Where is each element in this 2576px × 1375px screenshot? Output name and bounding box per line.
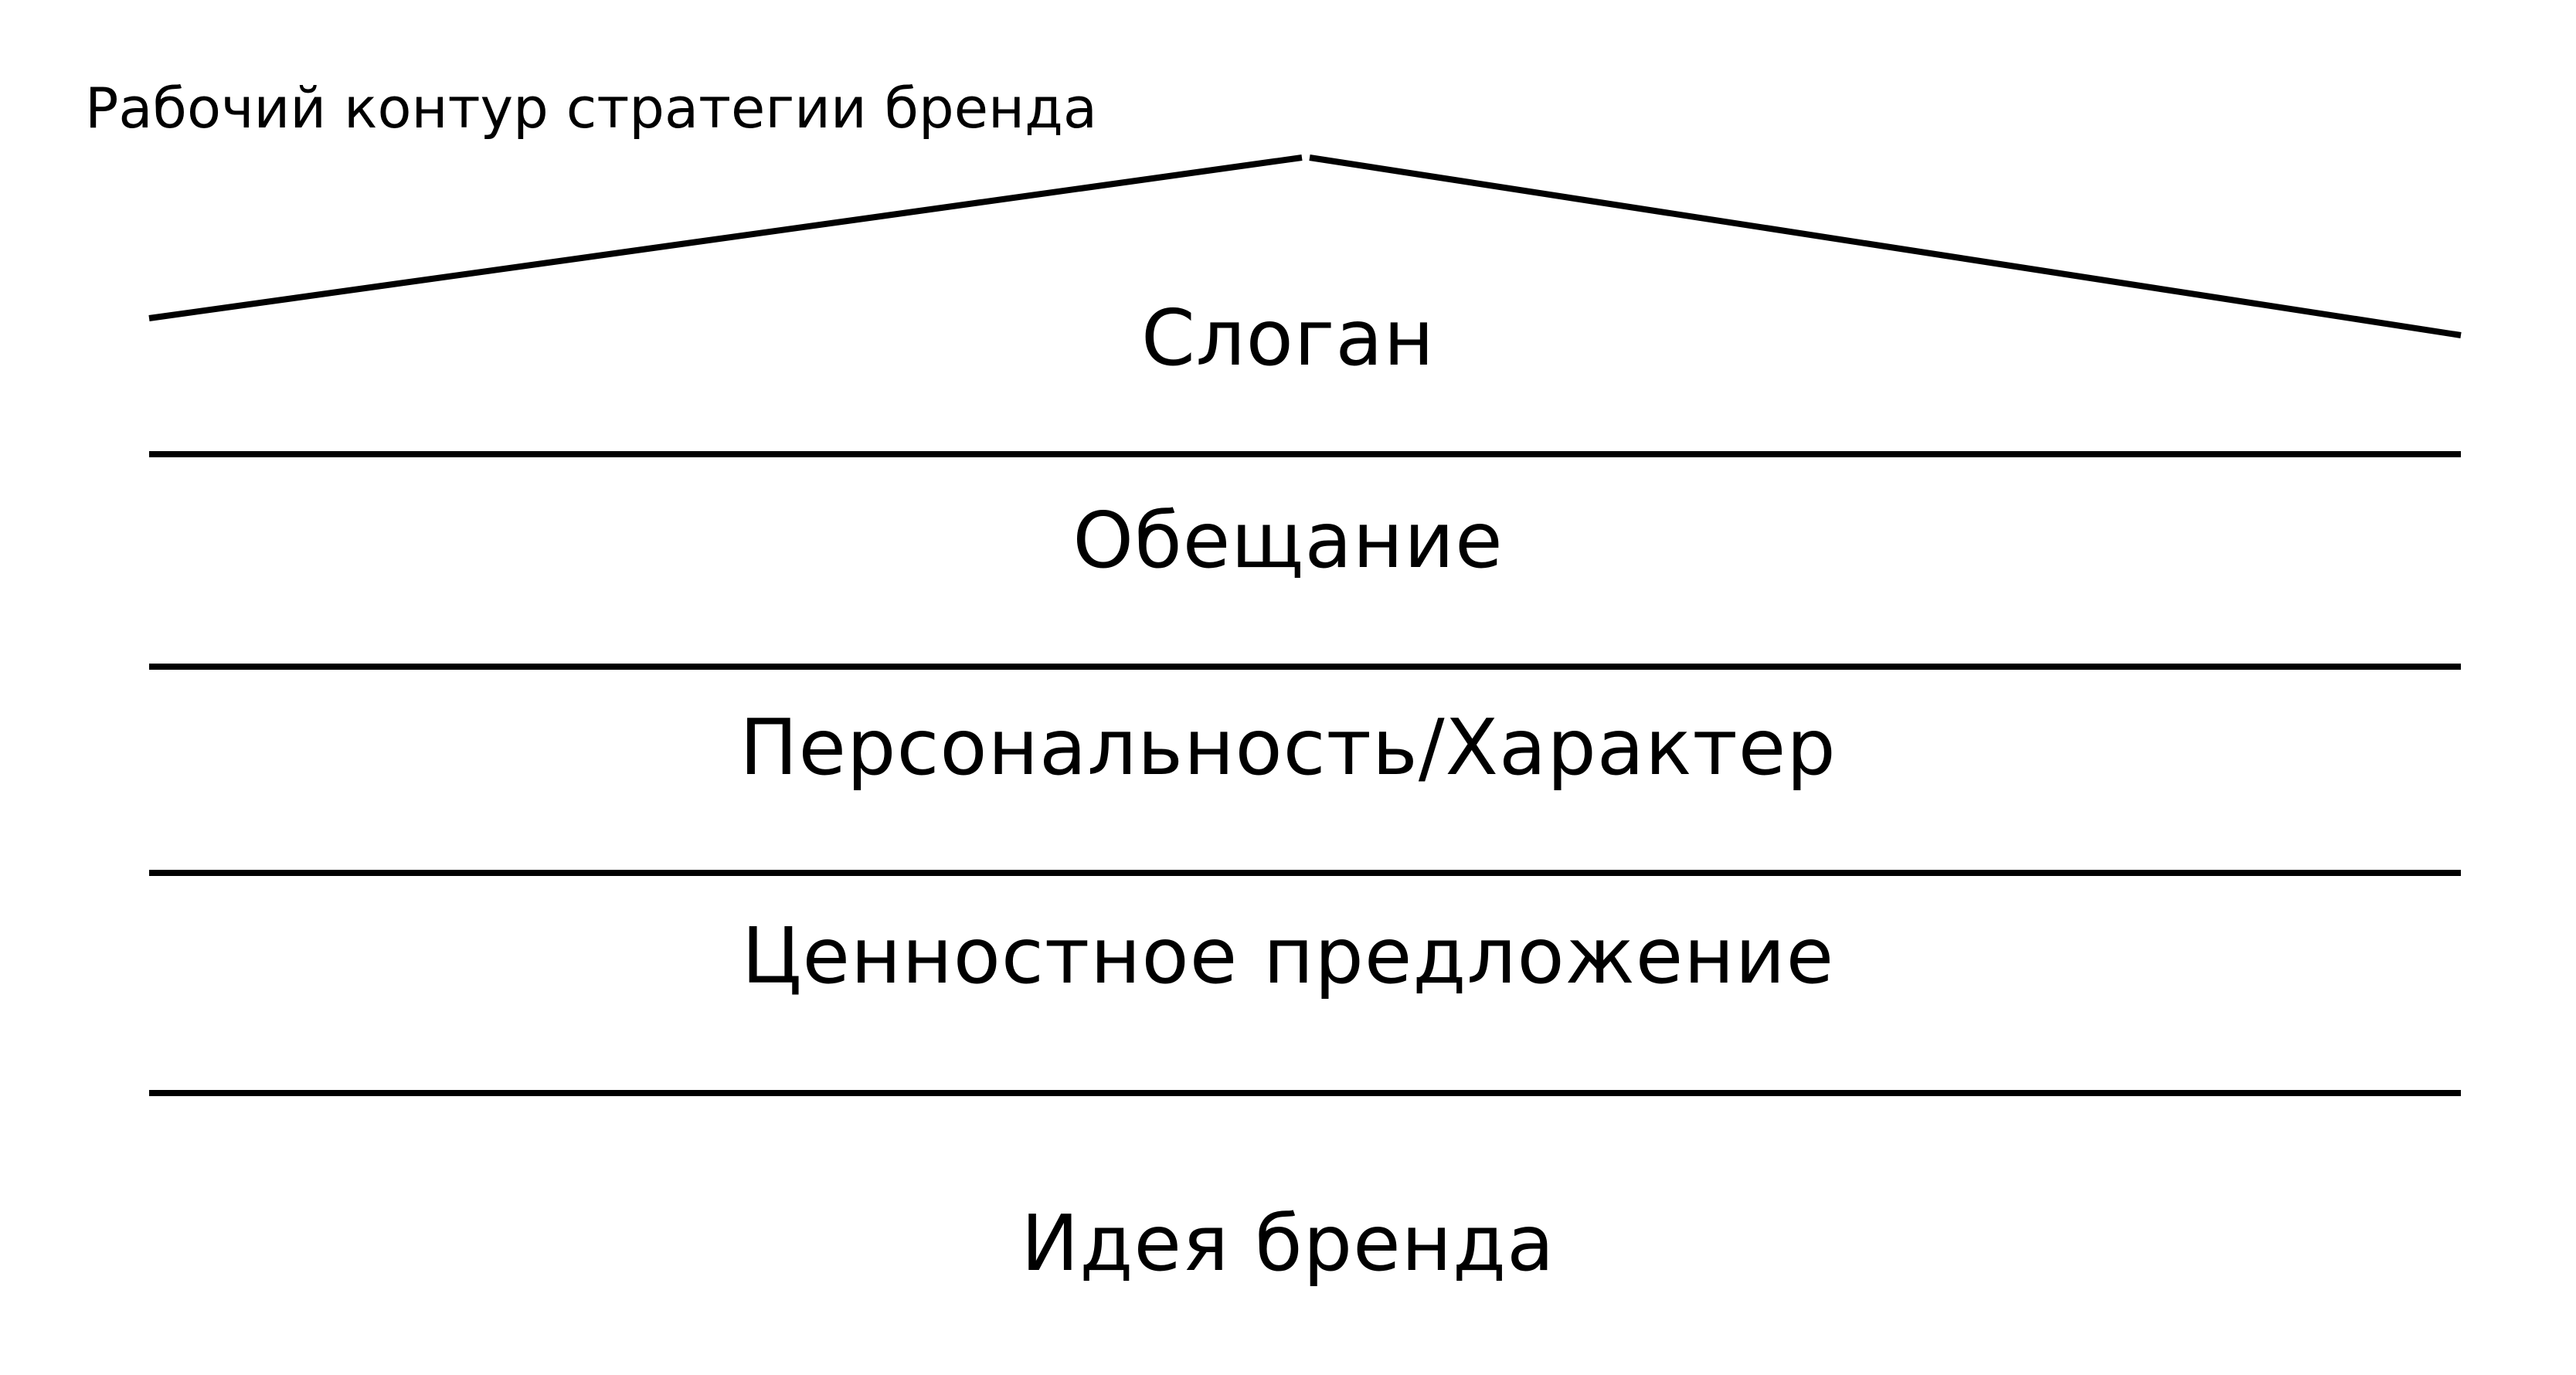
layer-promise: Обещание bbox=[1072, 495, 1504, 586]
diagram-title: Рабочий контур стратегии бренда bbox=[85, 76, 1098, 141]
layer-slogan: Слоган bbox=[1140, 293, 1436, 383]
layer-personality: Персональность/Характер bbox=[739, 702, 1837, 793]
layer-brand-idea: Идея бренда bbox=[1021, 1198, 1555, 1288]
roof-left-line bbox=[148, 154, 1303, 321]
layer-value-proposition: Ценностное предложение bbox=[741, 911, 1835, 1001]
roof-right-line bbox=[1309, 154, 2462, 338]
